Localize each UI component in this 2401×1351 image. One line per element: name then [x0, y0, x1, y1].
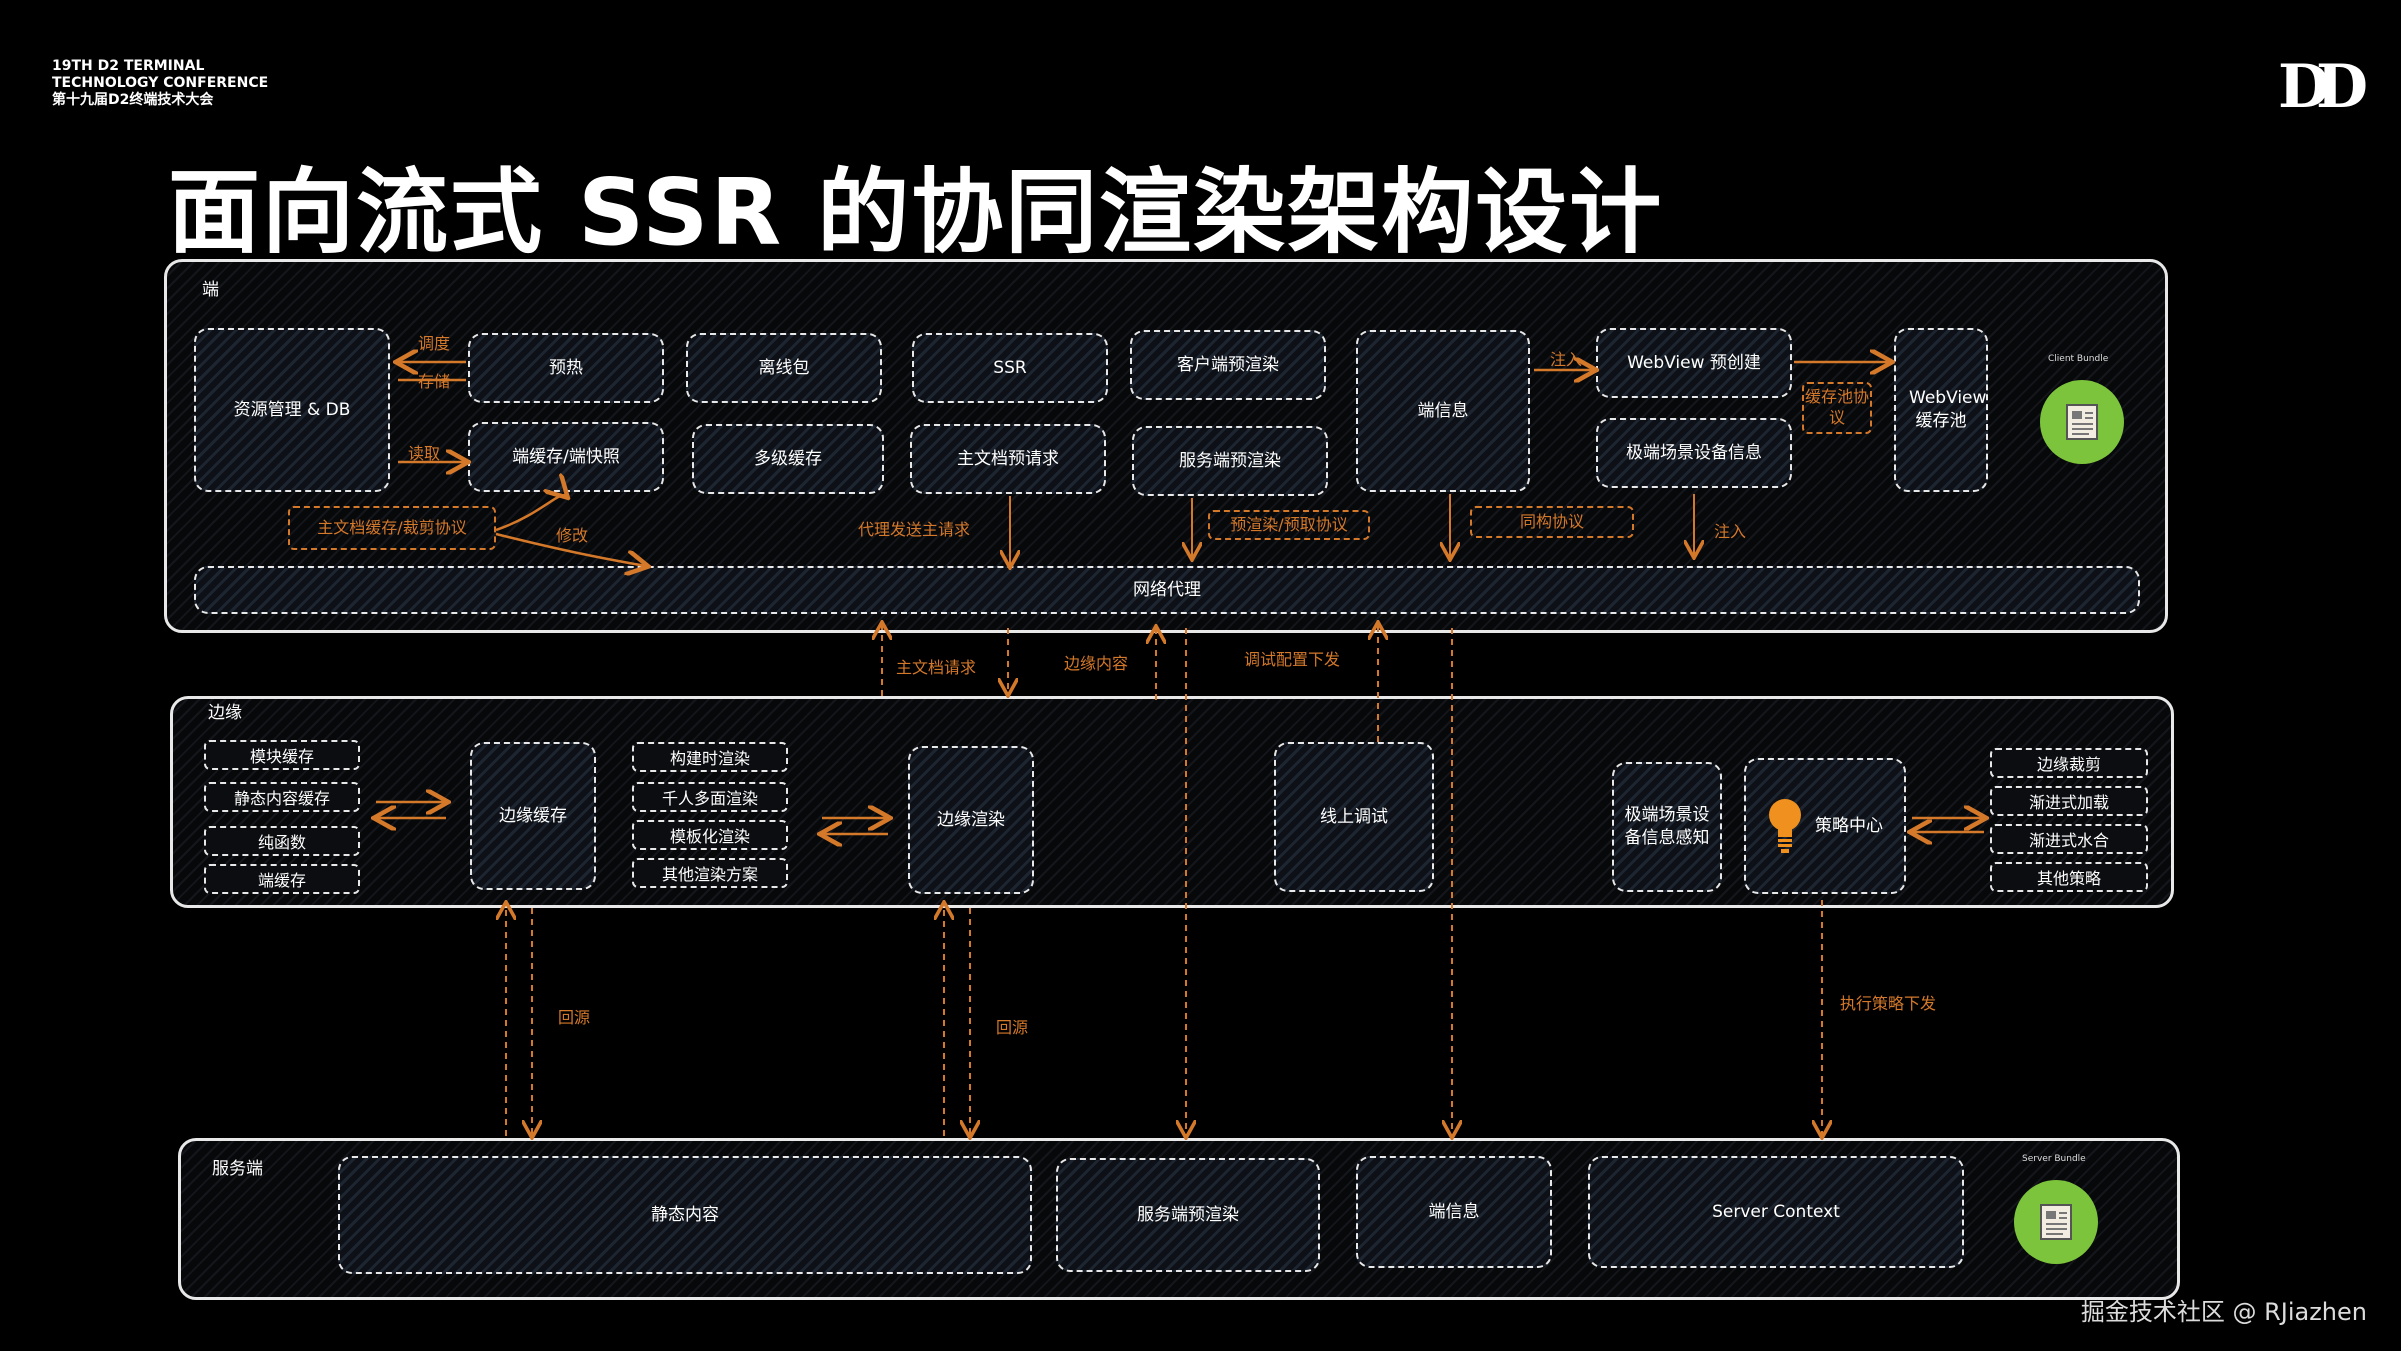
origin-label-1: 回源 [558, 1008, 591, 1027]
strategy-item-1: 渐进式加载 [1990, 786, 2148, 816]
strategy-item-3: 其他策略 [1990, 862, 2148, 892]
edge-cache-item-1: 静态内容缓存 [204, 782, 360, 812]
ssr-box: SSR [912, 333, 1108, 403]
render-mode-0: 构建时渲染 [632, 742, 788, 772]
isomorphic-protocol-box: 同构协议 [1470, 506, 1634, 538]
edge-cache-item-2: 纯函数 [204, 826, 360, 856]
client-info-box: 端信息 [1356, 330, 1530, 492]
strategy-center-box: 策略中心 [1744, 758, 1906, 894]
scene-device-info-box: 极端场景设备信息 [1596, 418, 1792, 488]
strategy-center-text: 策略中心 [1815, 815, 1883, 836]
multi-cache-box: 多级缓存 [692, 424, 884, 494]
client-cache-box: 端缓存/端快照 [468, 422, 664, 492]
edge-section-label: 边缘 [208, 703, 242, 723]
server-bundle-icon [2014, 1180, 2098, 1264]
server-prerender-client-box: 服务端预渲染 [1132, 426, 1328, 496]
edge-cache-item-0: 模块缓存 [204, 740, 360, 770]
client-section-label: 端 [202, 280, 219, 300]
static-content-box: 静态内容 [338, 1156, 1032, 1274]
server-prerender-box: 服务端预渲染 [1056, 1158, 1320, 1272]
schedule-label: 调度 [418, 334, 451, 353]
scene-sense-box: 极端场景设备信息感知 [1612, 762, 1722, 892]
lightbulb-icon [1769, 799, 1801, 853]
render-mode-1: 千人多面渲染 [632, 782, 788, 812]
render-mode-2: 模板化渲染 [632, 820, 788, 850]
server-context-box: Server Context [1588, 1156, 1964, 1268]
server-section-label: 服务端 [212, 1159, 263, 1179]
client-prerender-box: 客户端预渲染 [1130, 330, 1326, 400]
modify-label: 修改 [556, 526, 589, 545]
offline-pkg-box: 离线包 [686, 333, 882, 403]
main-doc-prefetch-box: 主文档预请求 [910, 424, 1106, 494]
webview-pool-text: WebView 缓存池 [1909, 388, 1987, 431]
pool-protocol-box: 缓存池协议 [1802, 382, 1872, 434]
conference-cn-line: 第十九届D2终端技术大会 [52, 92, 214, 108]
footer-watermark: 掘金技术社区 @ RJiazhen [2080, 1298, 2367, 1326]
conference-logo-text: 19TH D2 TERMINAL TECHNOLOGY CONFERENCE 第… [52, 58, 268, 109]
edge-cache-box: 边缘缓存 [470, 742, 596, 890]
strategy-item-2: 渐进式水合 [1990, 824, 2148, 854]
store-label: 存储 [418, 372, 451, 391]
edge-render-box: 边缘渲染 [908, 746, 1034, 894]
edge-content-label: 边缘内容 [1064, 654, 1129, 673]
page-title: 面向流式 SSR 的协同渲染架构设计 [168, 159, 1664, 266]
client-bundle-icon [2040, 380, 2124, 464]
strategy-item-0: 边缘裁剪 [1990, 748, 2148, 778]
inject-label-2: 注入 [1714, 522, 1747, 541]
conference-en-line1: 19TH D2 TERMINAL [52, 58, 205, 74]
proxy-send-label: 代理发送主请求 [858, 520, 971, 539]
webview-pool-box: WebView 缓存池 [1894, 328, 1988, 492]
d2-logo: DD [2278, 52, 2368, 122]
origin-label-2: 回源 [996, 1018, 1029, 1037]
main-doc-request-label: 主文档请求 [896, 658, 977, 677]
main-doc-cache-protocol-box: 主文档缓存/裁剪协议 [288, 506, 496, 550]
render-mode-3: 其他渲染方案 [632, 858, 788, 888]
client-bundle-label: Client Bundle [2048, 354, 2109, 364]
online-debug-box: 线上调试 [1274, 742, 1434, 892]
preheat-box: 预热 [468, 333, 664, 403]
webview-precreate-box: WebView 预创建 [1596, 328, 1792, 398]
resource-db-box: 资源管理 & DB [194, 328, 390, 492]
network-proxy-bar: 网络代理 [194, 566, 2140, 614]
prerender-protocol-box: 预渲染/预取协议 [1208, 510, 1370, 540]
conference-en-line2: TECHNOLOGY CONFERENCE [52, 75, 269, 91]
inject-label-1: 注入 [1550, 350, 1583, 369]
debug-config-label: 调试配置下发 [1244, 650, 1341, 669]
server-bundle-label: Server Bundle [2022, 1154, 2086, 1164]
server-client-info-box: 端信息 [1356, 1156, 1552, 1268]
read-label: 读取 [408, 444, 441, 463]
exec-strategy-label: 执行策略下发 [1840, 994, 1937, 1013]
edge-cache-item-3: 端缓存 [204, 864, 360, 894]
scene-sense-text: 极端场景设备信息感知 [1624, 805, 1710, 848]
